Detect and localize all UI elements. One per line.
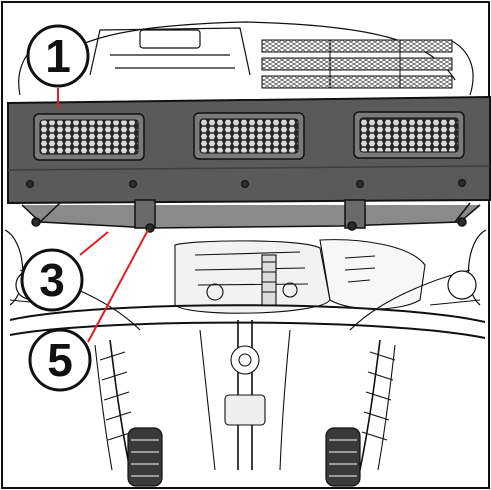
callout-1: 1: [26, 24, 90, 88]
leader-line-5: [87, 229, 149, 343]
skid-plate-vent-right: [353, 111, 465, 159]
callout-3-label: 3: [39, 254, 65, 306]
callout-5: 5: [28, 328, 92, 392]
radiator-mesh: [261, 39, 453, 89]
rear-right-tire: [325, 427, 361, 487]
rear-left-tire: [127, 427, 163, 487]
skid-plate: [7, 95, 491, 205]
skid-plate-vent-left: [33, 113, 145, 161]
leader-line-3: [79, 231, 109, 256]
chassis-drawing: [9, 239, 486, 471]
skid-plate-bolts: [26, 179, 466, 188]
callout-3: 3: [20, 248, 84, 312]
skid-plate-vent-center: [193, 112, 305, 160]
callout-1-label: 1: [45, 30, 71, 82]
leader-lines: [57, 88, 149, 343]
mounting-bracket: [21, 199, 481, 233]
front-right-wheel-arch: [447, 229, 487, 306]
callout-5-label: 5: [47, 334, 73, 386]
